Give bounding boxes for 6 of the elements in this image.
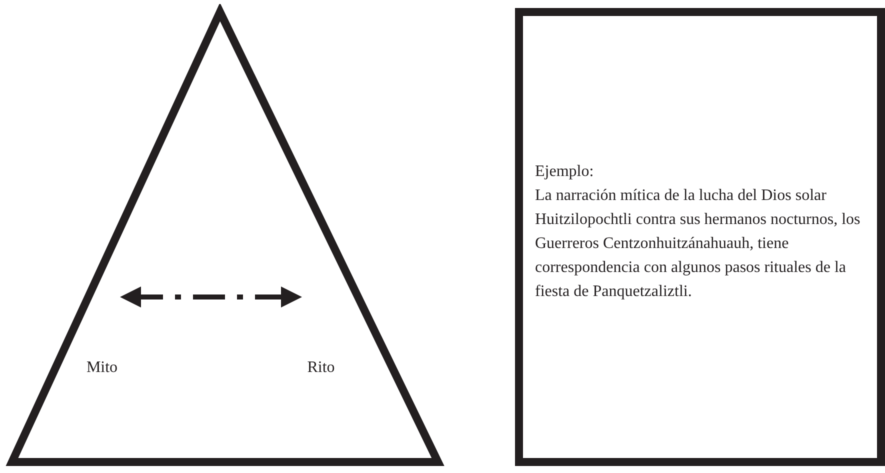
- text-box: [515, 8, 885, 466]
- node-label: Mito: [86, 358, 118, 378]
- heading: Ejemplo:: [535, 162, 595, 182]
- node-label: Rito: [307, 358, 335, 378]
- double-arrow: [120, 286, 302, 308]
- paragraph: La narración mítica de la lucha del Dios solar Huitzilopochtli contra sus hermanos nocturnos, los Guerreros Centzonhuitzánahuauh, tiene correspondencia con algunos pasos rituales de la fiesta de Panquetzaliztli.: [535, 186, 861, 302]
